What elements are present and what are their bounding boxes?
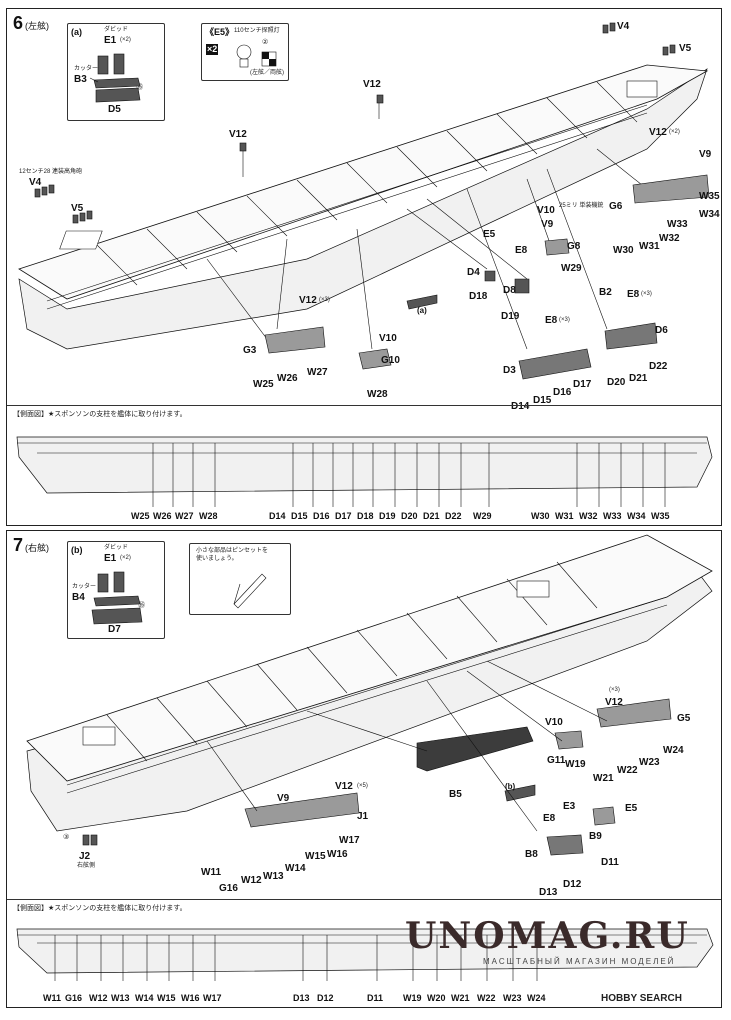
step-6-side-view bbox=[16, 436, 713, 507]
watermark-sub: МАСШТАБНЫЙ МАГАЗИН МОДЕЛЕЙ bbox=[483, 957, 676, 966]
step-7-title: 7(右舷) bbox=[13, 535, 50, 555]
step-7-panel: 7(右舷) (b) ダビッド E1 (×2) カッター B4 D7 ㉖ 小さな部… bbox=[6, 530, 722, 1008]
watermark-main: UNOMAG.RU bbox=[405, 915, 690, 957]
inset-b-drawing bbox=[91, 571, 143, 625]
step-6-title: 6(左舷) bbox=[13, 13, 50, 33]
carrier-starboard-view-illustration bbox=[26, 534, 713, 856]
tweezers-icon bbox=[233, 573, 267, 609]
step-7-side-view-title: 【側面図】★スポンソンの支柱を艦体に取り付けます。 bbox=[13, 905, 187, 912]
carrier-port-view-illustration bbox=[18, 22, 710, 380]
step-6-side-view-title: 【側面図】★スポンソンの支柱を艦体に取り付けます。 bbox=[13, 411, 187, 418]
inset-e5: 《E5》 110センチ探照灯 ×2 ② (左舷／両舷) bbox=[201, 23, 289, 81]
step-7-side-view bbox=[16, 928, 714, 981]
step-6-panel: 6(左舷) (a) ダビッド E1 (×2) カッター B3 D5 ㉖ 《E5》… bbox=[6, 8, 722, 526]
inset-e5-drawing bbox=[236, 44, 277, 68]
tweezer-tip-box: 小さな部品はピンセットを 使いましょう。 bbox=[189, 543, 291, 615]
source-logo: HOBBY SEARCH bbox=[601, 993, 682, 1004]
inset-a-drawing bbox=[89, 53, 141, 103]
inset-a: (a) ダビッド E1 (×2) カッター B3 D5 ㉖ bbox=[67, 23, 165, 121]
inset-b: (b) ダビッド E1 (×2) カッター B4 D7 ㉖ bbox=[67, 541, 165, 639]
